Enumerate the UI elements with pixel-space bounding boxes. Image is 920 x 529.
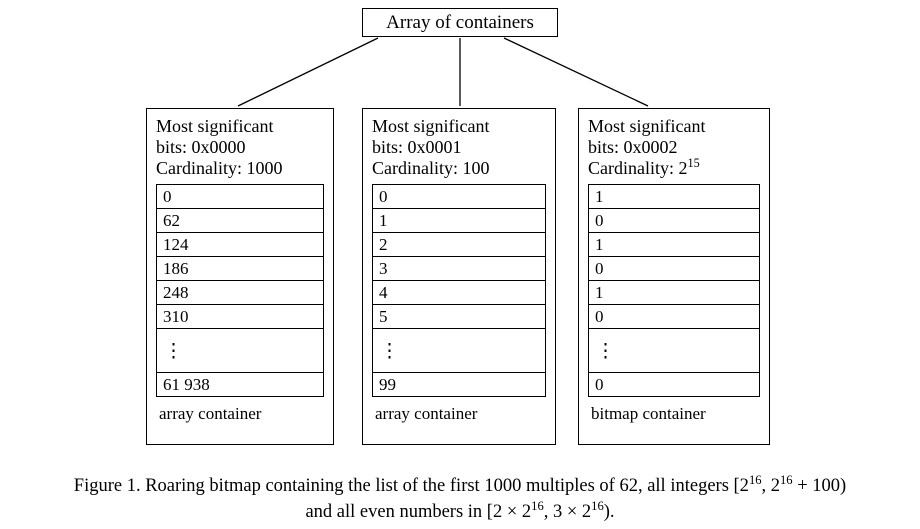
container-1-msb-line1: Most significant — [372, 116, 490, 136]
container-1-cell-table: 0 1 2 3 4 5 ⋮ 99 — [372, 184, 546, 397]
table-row: 1 — [589, 185, 759, 209]
table-row-ellipsis: ⋮ — [589, 329, 759, 373]
root-node-label: Array of containers — [386, 12, 534, 33]
table-row: 0 — [373, 185, 545, 209]
vertical-ellipsis-icon: ⋮ — [596, 341, 615, 362]
container-2-cell-table: 1 0 1 0 1 0 ⋮ 0 — [588, 184, 760, 397]
connector-line-left — [237, 37, 379, 107]
container-0-msb-line2: bits: 0x0000 — [156, 137, 246, 157]
container-box-0: Most significant bits: 0x0000 Cardinalit… — [146, 108, 334, 445]
container-2-header: Most significant bits: 0x0002 Cardinalit… — [579, 109, 769, 179]
table-row: 124 — [157, 233, 323, 257]
container-1-msb-line2: bits: 0x0001 — [372, 137, 462, 157]
table-row: 0 — [157, 185, 323, 209]
connector-line-right — [503, 37, 649, 107]
table-row: 0 — [589, 209, 759, 233]
figure-caption: Figure 1. Roaring bitmap containing the … — [14, 473, 906, 525]
table-row: 2 — [373, 233, 545, 257]
container-2-footer-label: bitmap container — [591, 404, 706, 423]
table-row: 4 — [373, 281, 545, 305]
table-row: 0 — [589, 305, 759, 329]
table-row: 1 — [373, 209, 545, 233]
table-row: 1 — [589, 233, 759, 257]
container-box-2: Most significant bits: 0x0002 Cardinalit… — [578, 108, 770, 445]
table-row: 0 — [589, 257, 759, 281]
table-row: 1 — [589, 281, 759, 305]
container-0-cell-table: 0 62 124 186 248 310 ⋮ 61 938 — [156, 184, 324, 397]
table-row-ellipsis: ⋮ — [157, 329, 323, 373]
container-0-msb-line1: Most significant — [156, 116, 274, 136]
figure-caption-line-1: Figure 1. Roaring bitmap containing the … — [73, 472, 847, 496]
container-2-cardinality-exponent: 15 — [687, 156, 700, 170]
root-node-array-of-containers: Array of containers — [362, 8, 558, 37]
table-row-ellipsis: ⋮ — [373, 329, 545, 373]
container-1-cardinality: Cardinality: 100 — [372, 158, 490, 178]
table-row: 3 — [373, 257, 545, 281]
table-row: 5 — [373, 305, 545, 329]
table-row: 310 — [157, 305, 323, 329]
table-row: 186 — [157, 257, 323, 281]
container-box-1: Most significant bits: 0x0001 Cardinalit… — [362, 108, 556, 445]
table-row: 62 — [157, 209, 323, 233]
container-0-footer-label: array container — [159, 404, 262, 423]
figure-caption-line-2: and all even numbers in [2 × 216, 3 × 21… — [305, 498, 615, 522]
table-row: 99 — [373, 373, 545, 397]
container-2-cardinality: Cardinality: 215 — [588, 156, 700, 178]
container-0-cardinality: Cardinality: 1000 — [156, 158, 283, 178]
container-0-header: Most significant bits: 0x0000 Cardinalit… — [147, 109, 333, 179]
table-row: 61 938 — [157, 373, 323, 397]
vertical-ellipsis-icon: ⋮ — [380, 341, 399, 362]
container-2-msb-line2: bits: 0x0002 — [588, 137, 678, 157]
container-2-msb-line1: Most significant — [588, 116, 706, 136]
container-1-header: Most significant bits: 0x0001 Cardinalit… — [363, 109, 555, 179]
container-1-footer-label: array container — [375, 404, 478, 423]
table-row: 0 — [589, 373, 759, 397]
vertical-ellipsis-icon: ⋮ — [164, 341, 183, 362]
table-row: 248 — [157, 281, 323, 305]
